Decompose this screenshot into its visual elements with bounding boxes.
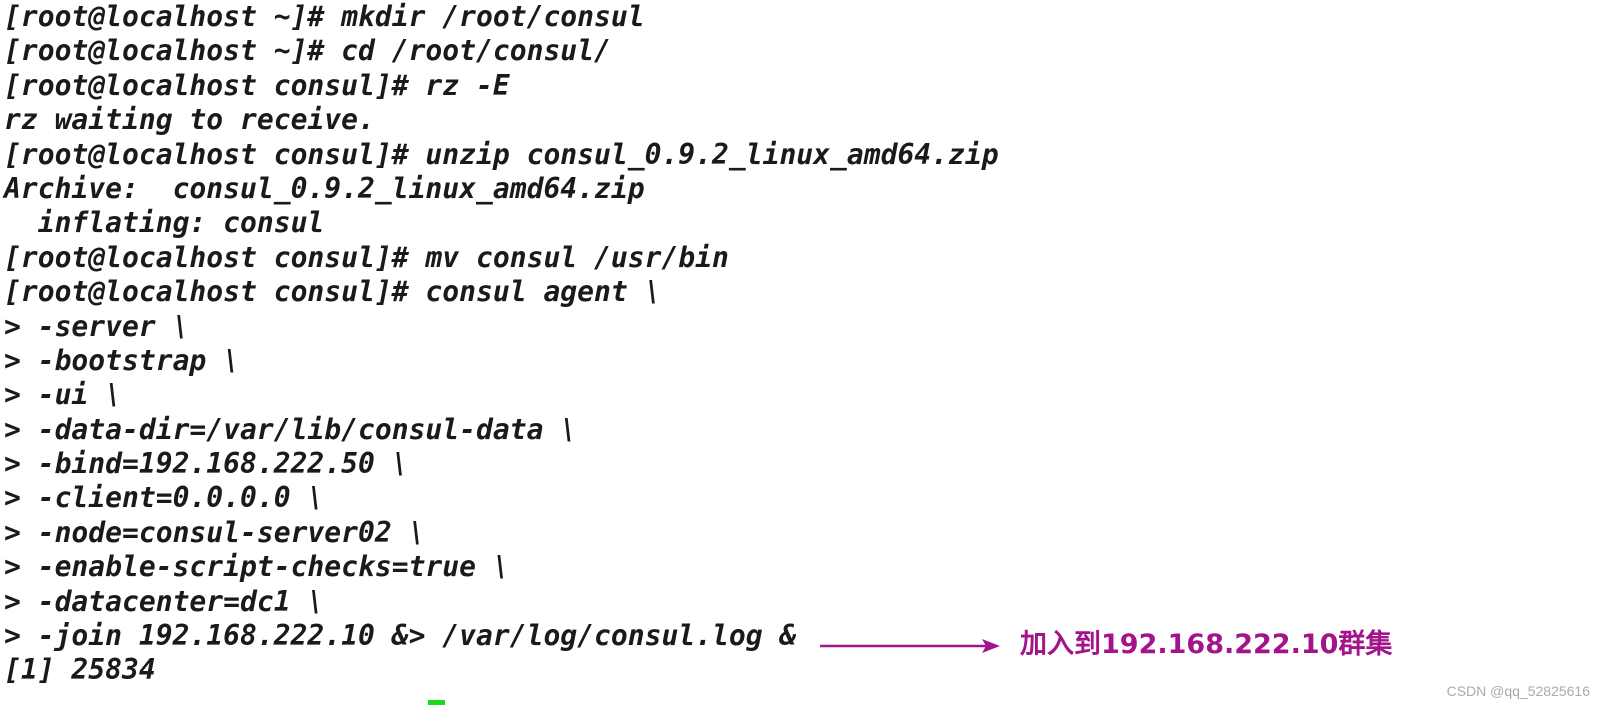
terminal-line: [root@localhost consul]# rz -E [4, 68, 510, 102]
terminal-line: [1] 25834 [4, 653, 156, 687]
terminal-line: > -node=consul-server02 \ [4, 515, 426, 549]
terminal-line: > -server \ [4, 309, 190, 343]
terminal-line: > -datacenter=dc1 \ [4, 584, 325, 618]
terminal-line: > -join 192.168.222.10 &> /var/log/consu… [4, 619, 797, 653]
terminal-line: > -bind=192.168.222.50 \ [4, 447, 409, 481]
terminal-line: inflating: consul [4, 206, 325, 240]
terminal-line: [root@localhost consul]# consul agent \ [4, 275, 662, 309]
arrow-right-icon [820, 639, 1000, 653]
terminal-line: > -client=0.0.0.0 \ [4, 481, 325, 515]
terminal-line: [root@localhost consul]# unzip consul_0.… [4, 137, 999, 171]
terminal-line: rz waiting to receive. [4, 103, 375, 137]
terminal-line: [root@localhost consul]# mv consul /usr/… [4, 240, 729, 274]
watermark: CSDN @qq_52825616 [1446, 683, 1590, 699]
terminal-line: Archive: consul_0.9.2_linux_amd64.zip [4, 171, 645, 205]
terminal-line: > -bootstrap \ [4, 343, 241, 377]
terminal-line: > -data-dir=/var/lib/consul-data \ [4, 412, 578, 446]
terminal-line: > -enable-script-checks=true \ [4, 550, 510, 584]
annotation-label: 加入到192.168.222.10群集 [1020, 629, 1393, 660]
terminal-line: > -ui \ [4, 378, 123, 412]
terminal-line: [root@localhost ~]# cd /root/consul/ [4, 34, 611, 68]
terminal-output: [root@localhost ~]# mkdir /root/consul [… [4, 0, 1104, 688]
terminal-cursor [428, 700, 445, 705]
terminal-line: [root@localhost ~]# mkdir /root/consul [4, 0, 645, 33]
